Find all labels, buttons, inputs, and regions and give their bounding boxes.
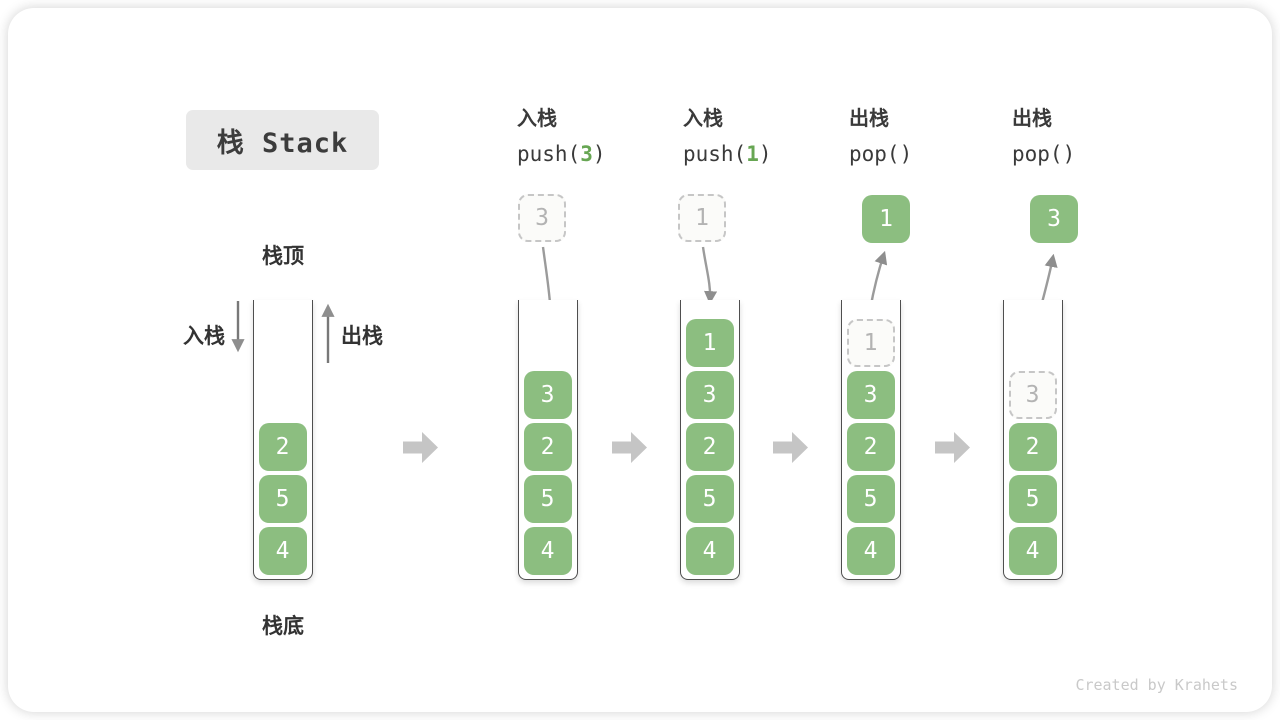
popped-value-box: 3 xyxy=(1030,195,1078,243)
operation-action-label: 入栈 xyxy=(517,106,557,130)
code-fn: push( xyxy=(683,142,747,166)
stack-item: 3 xyxy=(685,371,734,419)
stack-state-initial: 2 5 4 xyxy=(253,300,313,580)
push-side-label: 入栈 xyxy=(183,324,225,348)
operation-action-label: 出栈 xyxy=(1012,106,1052,130)
popped-value-box: 1 xyxy=(862,195,910,243)
operation-pop-second: 出栈 pop() xyxy=(1012,106,1172,166)
operation-push-3: 入栈 push(3) xyxy=(517,106,677,166)
code-close: ) xyxy=(899,142,913,166)
stack-item: 1 xyxy=(685,319,734,367)
pop-side-label: 出栈 xyxy=(341,324,383,348)
operation-code: pop() xyxy=(1012,142,1172,166)
stack-item: 5 xyxy=(1008,475,1057,523)
stack-item: 5 xyxy=(258,475,307,523)
code-arg: 3 xyxy=(580,142,593,166)
stack-item: 4 xyxy=(846,527,895,575)
operation-action-label: 出栈 xyxy=(849,106,889,130)
stack-item: 2 xyxy=(846,423,895,471)
stack-state-after-pop-3: 3 2 5 4 xyxy=(1003,300,1063,580)
operation-pop-first: 出栈 pop() xyxy=(849,106,1009,166)
stack-item: 5 xyxy=(846,475,895,523)
stack-item: 2 xyxy=(1008,423,1057,471)
stack-item: 4 xyxy=(258,527,307,575)
stack-item: 3 xyxy=(523,371,572,419)
stack-item: 2 xyxy=(523,423,572,471)
stack-item-ghost: 3 xyxy=(1008,371,1057,419)
stack-state-after-push-3: 3 2 5 4 xyxy=(518,300,578,580)
stack-item: 2 xyxy=(258,423,307,471)
stack-item-ghost: 1 xyxy=(846,319,895,367)
operation-push-1: 入栈 push(1) xyxy=(683,106,843,166)
stack-state-after-push-1: 1 3 2 5 4 xyxy=(680,300,740,580)
stack-item: 3 xyxy=(846,371,895,419)
operation-code: push(3) xyxy=(517,142,677,166)
stack-item: 4 xyxy=(685,527,734,575)
stack-item: 2 xyxy=(685,423,734,471)
code-fn: push( xyxy=(517,142,581,166)
operation-code: pop() xyxy=(849,142,1009,166)
operation-code: push(1) xyxy=(683,142,843,166)
stack-item: 4 xyxy=(1008,527,1057,575)
diagram-title: 栈 Stack xyxy=(186,110,379,170)
stack-item: 4 xyxy=(523,527,572,575)
code-fn: pop( xyxy=(849,142,900,166)
incoming-value-box: 3 xyxy=(518,194,566,242)
code-close: ) xyxy=(1062,142,1076,166)
code-fn: pop( xyxy=(1012,142,1063,166)
code-close: ) xyxy=(592,142,606,166)
stack-state-after-pop-1: 1 3 2 5 4 xyxy=(841,300,901,580)
stack-item: 5 xyxy=(685,475,734,523)
watermark: Created by Krahets xyxy=(1075,676,1238,694)
code-arg: 1 xyxy=(746,142,759,166)
incoming-value-box: 1 xyxy=(678,194,726,242)
stack-top-label: 栈顶 xyxy=(262,244,304,268)
code-close: ) xyxy=(758,142,772,166)
operation-action-label: 入栈 xyxy=(683,106,723,130)
stack-bottom-label: 栈底 xyxy=(262,614,304,638)
stack-item: 5 xyxy=(523,475,572,523)
